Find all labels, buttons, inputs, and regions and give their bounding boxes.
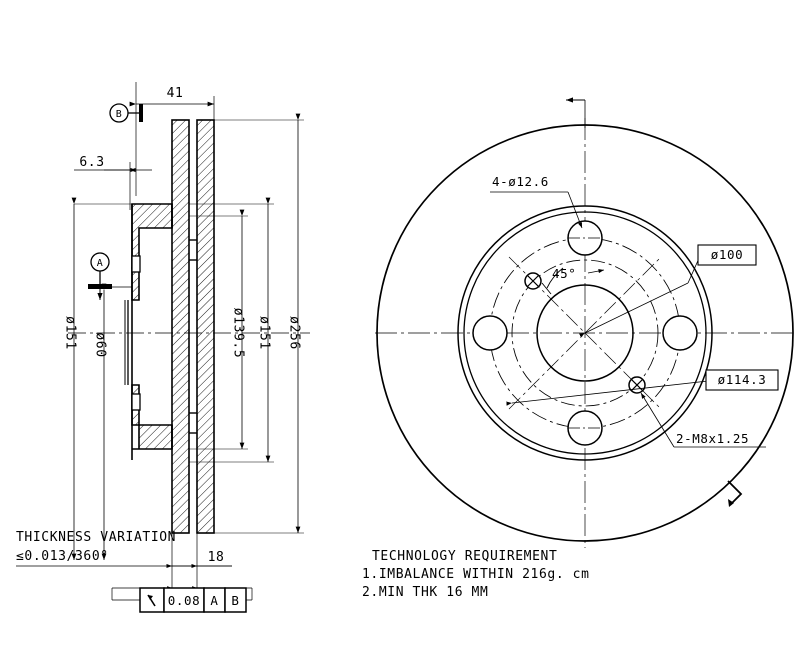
top-dimension-tick bbox=[566, 97, 586, 128]
hub-bore-circle bbox=[536, 284, 634, 382]
callout-bolt-holes: 4-ø12.6 bbox=[490, 174, 583, 229]
dim-6-3-label: 6.3 bbox=[79, 155, 104, 170]
callout-angle-45: 45° bbox=[541, 266, 605, 295]
bolt-hole-bottom bbox=[567, 410, 603, 446]
fcf-tolerance: 0.08 bbox=[168, 593, 201, 608]
front-circular-view: ø100 ø114.3 4-ø12.6 2-M8x1.25 45° bbox=[375, 97, 795, 548]
notes-line-1: 1.IMBALANCE WITHIN 216g. cm bbox=[362, 567, 590, 582]
dim-dia-151-right-label: ø151 bbox=[257, 316, 272, 350]
boxed-dim-dia-100: ø100 bbox=[697, 244, 757, 266]
dim-18-label: 18 bbox=[208, 550, 225, 565]
dim-dia-256-label: ø256 bbox=[287, 316, 302, 350]
feature-control-frame: 0.08 A B bbox=[111, 586, 253, 613]
hat-outer-circle bbox=[457, 205, 713, 461]
callout-threaded-holes: 2-M8x1.25 bbox=[640, 392, 766, 448]
rotation-arrow-icon bbox=[727, 480, 743, 507]
dim-dia-139-5: ø139.5 bbox=[189, 209, 248, 450]
leader-dia-114-3 bbox=[506, 380, 709, 406]
notes-heading: TECHNOLOGY REQUIREMENT bbox=[372, 549, 557, 564]
notes-line-2: 2.MIN THK 16 MM bbox=[362, 585, 488, 600]
dim-dia-151-right: ø151 bbox=[189, 197, 274, 463]
technology-requirement-notes: TECHNOLOGY REQUIREMENT 1.IMBALANCE WITHI… bbox=[362, 549, 590, 600]
dim-dia-139-5-label: ø139.5 bbox=[231, 308, 246, 359]
hub-bore-lines bbox=[124, 204, 133, 460]
disc-friction-plates bbox=[171, 119, 215, 534]
thickness-variation-tolerance: ≤0.013/360° bbox=[16, 549, 109, 564]
datum-b: B bbox=[109, 103, 143, 123]
hat-inner-circle bbox=[463, 211, 707, 455]
dim-41: 41 bbox=[129, 82, 215, 196]
fcf-datum-b: B bbox=[231, 593, 239, 608]
fcf-datum-a: A bbox=[210, 593, 218, 608]
callout-bolt-holes-label: 4-ø12.6 bbox=[492, 174, 549, 189]
dim-dia-151-left-label: ø151 bbox=[63, 316, 78, 350]
dim-41-label: 41 bbox=[167, 86, 184, 101]
boxed-dim-dia-114-3: ø114.3 bbox=[705, 369, 779, 391]
datum-a: A bbox=[88, 252, 132, 300]
dim-dia-60-label: ø60 bbox=[93, 332, 108, 357]
callout-threaded-holes-label: 2-M8x1.25 bbox=[676, 431, 749, 446]
dim-dia-60: ø60 bbox=[93, 283, 108, 560]
front-view-diagonal-lines bbox=[508, 256, 662, 410]
dim-dia-151-left: ø151 bbox=[63, 197, 172, 560]
callout-angle-45-label: 45° bbox=[552, 266, 576, 281]
thickness-variation-label: THICKNESS VARIATION bbox=[16, 530, 176, 545]
bolt-circle-100 bbox=[511, 259, 659, 407]
bolt-holes-group bbox=[472, 220, 698, 446]
hub-bolt-hole-marks bbox=[131, 255, 141, 411]
boxed-dim-dia-100-label: ø100 bbox=[711, 247, 744, 262]
bolt-hole-right bbox=[662, 315, 698, 351]
circular-runout-icon bbox=[147, 594, 156, 607]
bolt-hole-top bbox=[567, 220, 603, 256]
boxed-dim-dia-114-3-label: ø114.3 bbox=[718, 372, 767, 387]
thickness-variation-note: THICKNESS VARIATION ≤0.013/360° bbox=[16, 530, 232, 567]
dim-dia-256: ø256 bbox=[214, 113, 304, 534]
cross-section-view: 41 B 6.3 A bbox=[16, 82, 310, 613]
dim-6-3: 6.3 bbox=[74, 155, 152, 210]
datum-a-label: A bbox=[97, 258, 104, 269]
datum-b-label: B bbox=[116, 109, 123, 120]
bolt-hole-left bbox=[472, 315, 508, 351]
